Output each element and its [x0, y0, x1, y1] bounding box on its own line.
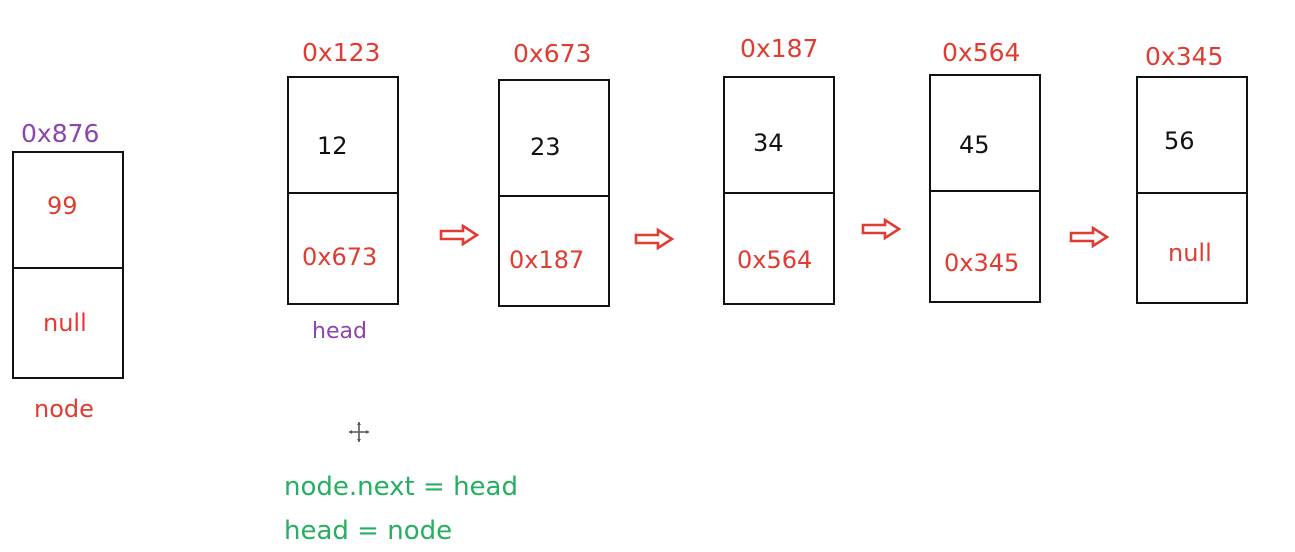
node-4-value: 45 [959, 131, 990, 159]
node-divider [1136, 192, 1248, 194]
hollow-right-arrow-icon [861, 218, 901, 240]
node-1-value: 12 [317, 132, 348, 160]
hollow-right-arrow-icon [634, 228, 674, 250]
node-1-box [287, 76, 399, 305]
node-2-box [498, 79, 610, 307]
node-4-box [929, 74, 1041, 303]
node-3-address: 0x187 [740, 34, 819, 63]
node-divider [723, 192, 835, 194]
node-5-value: 56 [1164, 127, 1195, 155]
new-node-next: null [43, 309, 87, 337]
node-2-next: 0x187 [509, 246, 585, 274]
code-line-2: head = node [284, 516, 453, 546]
node-4-next: 0x345 [944, 249, 1020, 277]
new-node-label: node [34, 395, 94, 423]
node-5-next: null [1168, 239, 1212, 267]
hollow-right-arrow-icon [439, 224, 479, 246]
hollow-right-arrow-icon [1069, 226, 1109, 248]
node-2-value: 23 [530, 133, 561, 161]
node-3-next: 0x564 [737, 246, 813, 274]
node-1-next: 0x673 [302, 243, 378, 271]
node-3-value: 34 [753, 129, 784, 157]
node-divider [498, 195, 610, 197]
new-node-address: 0x876 [21, 119, 100, 148]
node-divider [929, 190, 1041, 192]
node-5-box [1136, 76, 1248, 304]
node-5-address: 0x345 [1145, 42, 1224, 71]
node-divider [287, 192, 399, 194]
node-3-box [723, 76, 835, 305]
new-node-value: 99 [47, 192, 78, 220]
node-1-address: 0x123 [302, 38, 381, 67]
new-node-box [12, 151, 124, 379]
crosshair-move-cursor-icon [349, 422, 369, 442]
head-label: head [312, 319, 367, 344]
code-line-1: node.next = head [284, 472, 518, 502]
node-2-address: 0x673 [513, 39, 592, 68]
node-4-address: 0x564 [942, 38, 1021, 67]
node-divider [12, 267, 124, 269]
